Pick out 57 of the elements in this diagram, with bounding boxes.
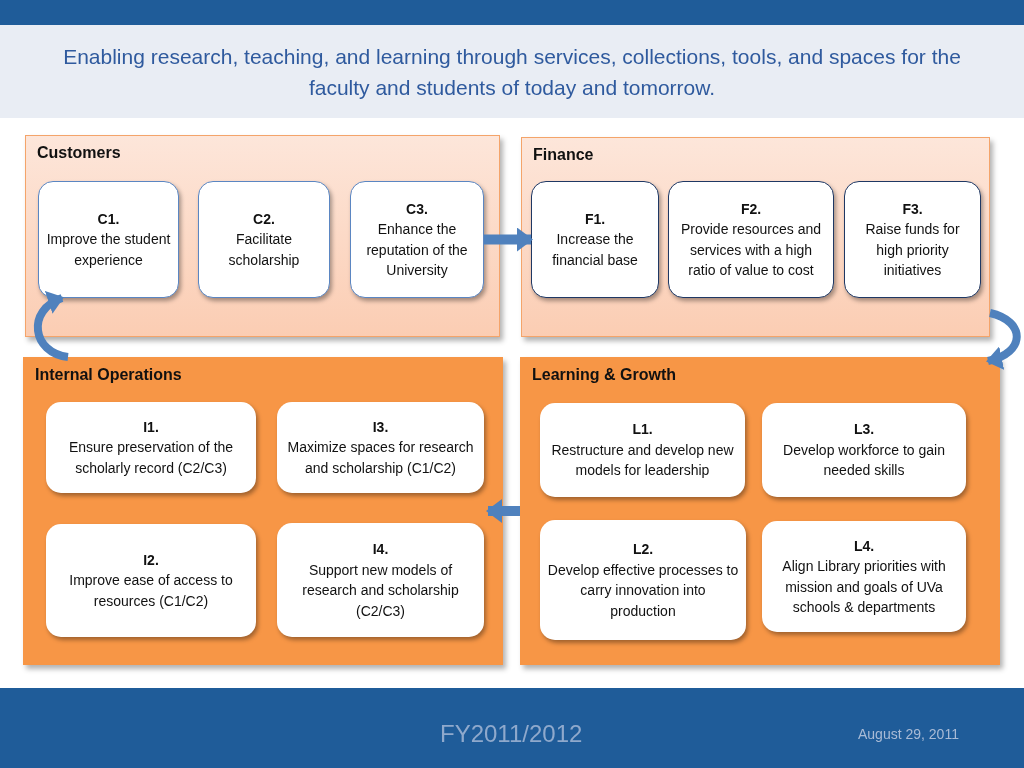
objective-text: Raise funds for high priority initiatives <box>864 220 961 280</box>
block-arrow <box>986 309 1021 369</box>
objective-card <box>668 181 834 298</box>
objective-text: Restructure and develop new models for leadership <box>550 440 735 481</box>
objective-code: I3. <box>372 417 389 437</box>
fiscal-year-label: FY2011/2012 <box>440 720 583 748</box>
objective-text: Maximize spaces for research and scholarship (C1/C2) <box>286 438 475 478</box>
slide-title: Enabling research, teaching, and learning through services, collections, tools, and spaces for the faculty and students of today and tomorrow. <box>62 43 962 101</box>
objective-card <box>38 181 179 298</box>
objective-code: C2. <box>253 209 275 229</box>
objective-text: Develop effective processes to carry innovation into production <box>546 560 740 621</box>
panel-heading: Learning & Growth <box>532 366 676 384</box>
objective-card <box>198 181 330 298</box>
objective-text: Improve the student experience <box>45 230 172 270</box>
panel-heading: Finance <box>533 146 594 164</box>
objective-text: Facilitate scholarship <box>227 230 301 270</box>
objective-code: F3. <box>902 199 923 219</box>
block-arrow <box>484 227 533 252</box>
objective-text: Develop workforce to gain needed skills <box>782 440 946 481</box>
objective-code: F2. <box>740 199 762 219</box>
panel-heading: Customers <box>37 144 121 162</box>
objective-code: L2. <box>632 540 654 559</box>
objective-card <box>540 403 745 497</box>
perspective-panel <box>521 137 990 337</box>
objective-card <box>46 402 256 493</box>
objective-code: L1. <box>632 420 653 440</box>
perspective-panel <box>520 357 1000 665</box>
objective-text: Enhance the reputation of the University <box>365 220 469 280</box>
objective-text: Improve ease of access to resources (C1/C2) <box>68 571 234 611</box>
objective-code: L4. <box>853 536 875 556</box>
objective-text: Ensure preservation of the scholarly record (C2/C3) <box>67 438 235 478</box>
objective-card <box>844 181 981 298</box>
objective-text: Support new models of research and scholarship (C2/C3) <box>301 560 460 621</box>
objective-card <box>540 520 746 640</box>
date-label: August 29, 2011 <box>858 726 959 742</box>
objective-code: C3. <box>406 199 428 219</box>
objective-card <box>277 523 484 637</box>
panel-heading: Internal Operations <box>35 366 182 384</box>
objective-code: F1. <box>584 209 606 229</box>
perspective-panel <box>25 135 500 337</box>
objective-code: C1. <box>97 209 120 229</box>
objective-code: I2. <box>143 550 159 570</box>
objective-card <box>531 181 659 298</box>
objective-code: I1. <box>143 417 159 437</box>
objective-card <box>350 181 484 298</box>
objective-code: L3. <box>853 420 875 440</box>
block-arrow <box>34 292 69 361</box>
objective-code: I4. <box>372 540 389 559</box>
objective-text: Provide resources and services with a high ratio of value to cost <box>679 220 823 280</box>
objective-card <box>277 402 484 493</box>
objective-card <box>762 521 966 632</box>
perspective-panel <box>23 357 503 665</box>
objective-card <box>46 524 256 637</box>
objective-card <box>762 403 966 497</box>
block-arrow <box>486 499 520 523</box>
objective-text: Align Library priorities with mission and goals of UVa schools & departments <box>781 557 947 617</box>
objective-text: Increase the financial base <box>551 230 639 270</box>
